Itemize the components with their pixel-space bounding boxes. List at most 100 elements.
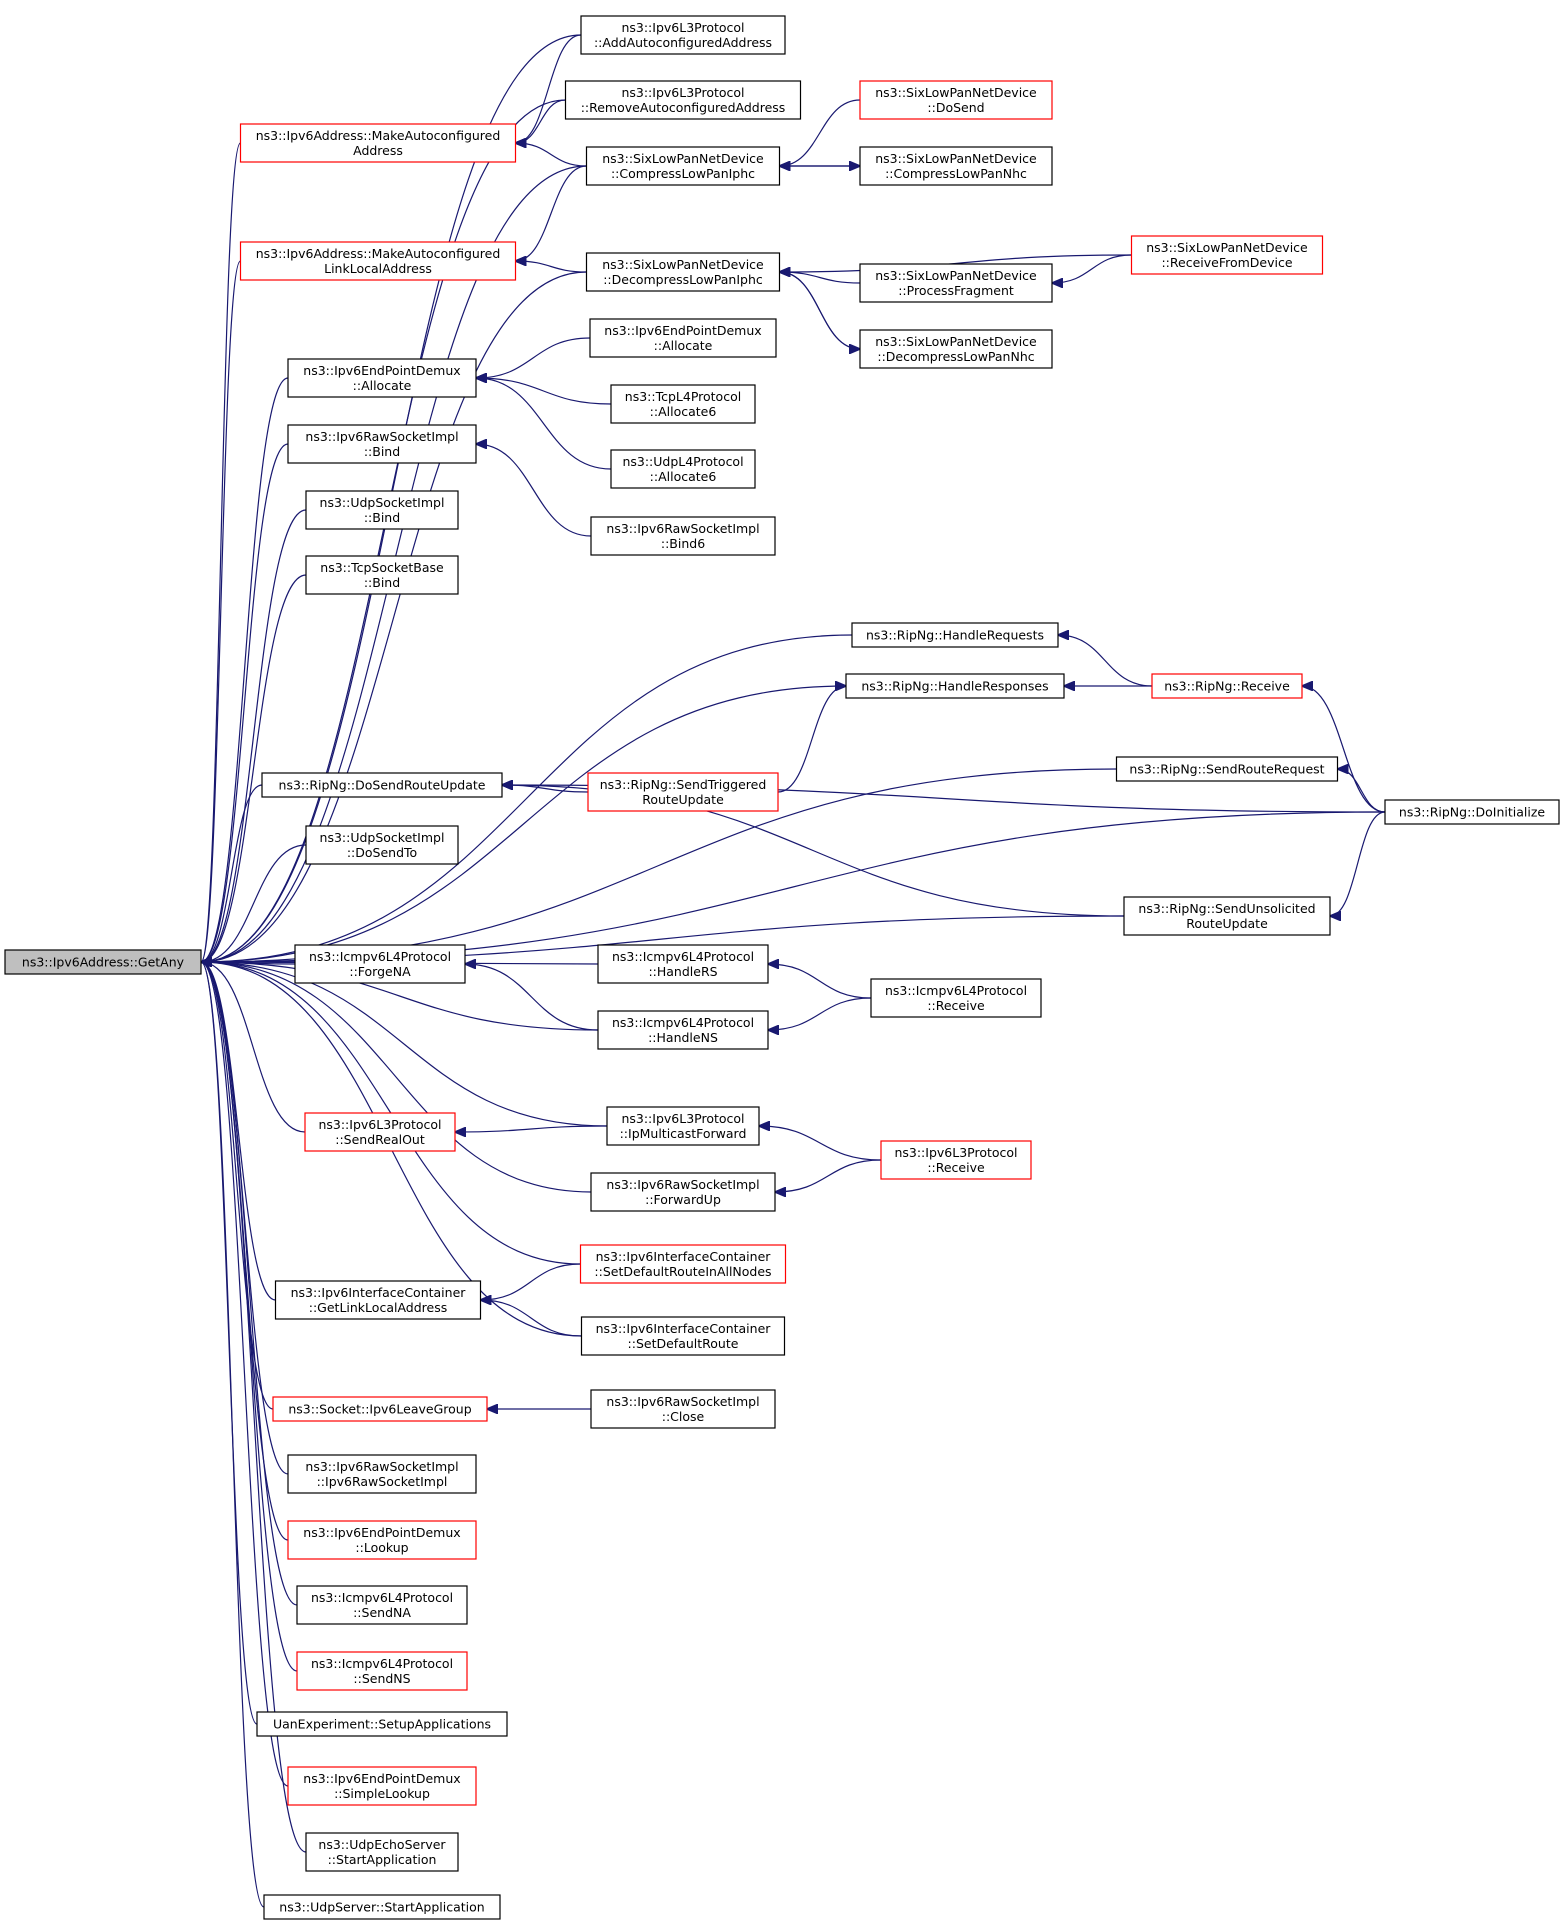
edge-hResp-to-r	[201, 685, 847, 962]
node-box	[256, 1711, 508, 1737]
node-label: ::Bind	[364, 575, 400, 590]
node-box	[1130, 235, 1324, 275]
edge-doIn-to-ripR	[1302, 686, 1386, 813]
edge-sLkp-to-r	[201, 962, 289, 1787]
node-hRS[interactable]: ns3::Icmpv6L4Protocol::HandleRS	[597, 944, 769, 984]
node-label: ns3::UdpSocketImpl	[320, 830, 445, 845]
node-label: ::CompressLowPanNhc	[885, 166, 1027, 181]
node-ipR[interactable]: ns3::Ipv6L3Protocol::Receive	[880, 1140, 1032, 1180]
node-epAl[interactable]: ns3::Ipv6EndPointDemux::Allocate	[287, 358, 477, 398]
node-box	[589, 318, 777, 358]
node-udST[interactable]: ns3::UdpSocketImpl::DoSendTo	[305, 825, 459, 865]
node-sRR[interactable]: ns3::RipNg::SendRouteRequest	[1115, 756, 1339, 782]
edge-echo-to-r	[201, 962, 307, 1853]
node-label: ns3::Icmpv6L4Protocol	[885, 983, 1027, 998]
node-mkLL[interactable]: ns3::Ipv6Address::MakeAutoconfiguredLink…	[239, 241, 517, 281]
edge-ipMF-to-r	[201, 962, 608, 1127]
node-uan[interactable]: UanExperiment::SetupApplications	[256, 1711, 508, 1737]
node-label: ns3::SixLowPanNetDevice	[875, 85, 1037, 100]
node-hNS[interactable]: ns3::Icmpv6L4Protocol::HandleNS	[597, 1010, 769, 1050]
node-leave[interactable]: ns3::Socket::Ipv6LeaveGroup	[272, 1396, 488, 1422]
edge-doSnd-to-cLP	[780, 99, 861, 166]
node-tcpA6[interactable]: ns3::TcpL4Protocol::Allocate6	[610, 384, 756, 424]
edge-ipR-to-ipMF	[759, 1126, 882, 1161]
node-doSnd[interactable]: ns3::SixLowPanNetDevice::DoSend	[859, 80, 1053, 120]
node-box	[287, 358, 477, 398]
edge-ipR-to-fwUp	[775, 1159, 882, 1192]
node-dLP[interactable]: ns3::SixLowPanNetDevice::DecompressLowPa…	[585, 252, 781, 292]
node-box	[597, 944, 769, 984]
node-ripR[interactable]: ns3::RipNg::Receive	[1151, 673, 1303, 699]
node-label: ns3::RipNg::DoSendRouteUpdate	[279, 778, 486, 793]
edge-rawB-to-r	[201, 443, 289, 962]
node-label: ns3::Ipv6EndPointDemux	[303, 1771, 460, 1786]
node-label: ns3::Ipv6EndPointDemux	[604, 323, 761, 338]
node-close[interactable]: ns3::Ipv6RawSocketImpl::Close	[590, 1389, 776, 1429]
edge-dLP-to-r	[201, 271, 587, 962]
node-epAl2[interactable]: ns3::Ipv6EndPointDemux::Allocate	[589, 318, 777, 358]
edge-icR-to-hNS	[768, 997, 872, 1030]
node-udpB[interactable]: ns3::UdpSocketImpl::Bind	[305, 490, 459, 530]
edge-rcvD-to-pFrag	[1052, 254, 1132, 283]
node-rawB[interactable]: ns3::Ipv6RawSocketImpl::Bind	[287, 424, 477, 464]
edge-ripR-to-hReq	[1058, 635, 1153, 687]
node-dNhc[interactable]: ns3::SixLowPanNetDevice::DecompressLowPa…	[859, 329, 1053, 369]
node-usrv[interactable]: ns3::UdpServer::StartApplication	[263, 1894, 501, 1920]
node-ipMF[interactable]: ns3::Ipv6L3Protocol::IpMulticastForward	[606, 1106, 760, 1146]
edge-mkLL-to-r	[201, 260, 242, 962]
node-label: ::Ipv6RawSocketImpl	[317, 1474, 448, 1489]
node-label: ns3::SixLowPanNetDevice	[1146, 240, 1308, 255]
node-tcpB[interactable]: ns3::TcpSocketBase::Bind	[305, 555, 459, 595]
edge-dsru-to-r	[201, 784, 263, 962]
node-hReq[interactable]: ns3::RipNg::HandleRequests	[851, 622, 1059, 648]
node-cNhc[interactable]: ns3::SixLowPanNetDevice::CompressLowPanN…	[859, 146, 1053, 186]
node-box	[1384, 799, 1560, 825]
node-doIn[interactable]: ns3::RipNg::DoInitialize	[1384, 799, 1560, 825]
node-echo[interactable]: ns3::UdpEchoServer::StartApplication	[305, 1832, 459, 1872]
node-udpA6[interactable]: ns3::UdpL4Protocol::Allocate6	[610, 449, 756, 489]
node-sLkp[interactable]: ns3::Ipv6EndPointDemux::SimpleLookup	[287, 1766, 477, 1806]
node-box	[239, 123, 517, 163]
node-label: ns3::RipNg::Receive	[1164, 679, 1290, 694]
node-mkA[interactable]: ns3::Ipv6Address::MakeAutoconfiguredAddr…	[239, 123, 517, 163]
node-label: ns3::RipNg::SendTriggered	[600, 777, 767, 792]
node-gLLA[interactable]: ns3::Ipv6InterfaceContainer::GetLinkLoca…	[274, 1280, 482, 1320]
node-fNA[interactable]: ns3::Icmpv6L4Protocol::ForgeNA	[294, 944, 466, 984]
node-pFrag[interactable]: ns3::SixLowPanNetDevice::ProcessFragment	[859, 263, 1053, 303]
node-label: ::Bind	[364, 444, 400, 459]
node-box	[287, 424, 477, 464]
node-label: ns3::TcpL4Protocol	[625, 389, 741, 404]
node-label: ns3::Ipv6RawSocketImpl	[606, 1177, 759, 1192]
node-label: ns3::RipNg::DoInitialize	[1399, 805, 1546, 820]
edge-sDRA-to-gLLA	[481, 1263, 581, 1300]
edge-sTRU-to-hResp	[777, 686, 846, 793]
node-box	[263, 1894, 501, 1920]
node-hResp[interactable]: ns3::RipNg::HandleResponses	[845, 673, 1065, 699]
node-label: RouteUpdate	[642, 792, 724, 807]
node-label: ns3::Icmpv6L4Protocol	[311, 1590, 453, 1605]
node-lkp[interactable]: ns3::Ipv6EndPointDemux::Lookup	[287, 1520, 477, 1560]
node-sRO[interactable]: ns3::Ipv6L3Protocol::SendRealOut	[304, 1112, 456, 1152]
node-sDR[interactable]: ns3::Ipv6InterfaceContainer::SetDefaultR…	[580, 1316, 786, 1356]
node-sNA[interactable]: ns3::Icmpv6L4Protocol::SendNA	[296, 1585, 468, 1625]
node-cLP[interactable]: ns3::SixLowPanNetDevice::CompressLowPanI…	[585, 146, 781, 186]
node-r[interactable]: ns3::Ipv6Address::GetAny	[4, 949, 202, 975]
node-remA[interactable]: ns3::Ipv6L3Protocol::RemoveAutoconfigure…	[564, 80, 802, 120]
edge-tcpB-to-r	[201, 574, 307, 962]
node-box	[287, 1520, 477, 1560]
node-label: ::SimpleLookup	[334, 1786, 430, 1801]
node-sDRA[interactable]: ns3::Ipv6InterfaceContainer::SetDefaultR…	[579, 1244, 787, 1284]
node-fwUp[interactable]: ns3::Ipv6RawSocketImpl::ForwardUp	[590, 1172, 776, 1212]
node-rcvD[interactable]: ns3::SixLowPanNetDevice::ReceiveFromDevi…	[1130, 235, 1324, 275]
edge-usrv-to-r	[201, 962, 265, 1908]
node-label: ns3::Ipv6L3Protocol	[318, 1117, 441, 1132]
node-sNS[interactable]: ns3::Icmpv6L4Protocol::SendNS	[296, 1651, 468, 1691]
node-label: ns3::UdpSocketImpl	[320, 495, 445, 510]
node-icR[interactable]: ns3::Icmpv6L4Protocol::Receive	[870, 978, 1042, 1018]
node-addA[interactable]: ns3::Ipv6L3Protocol::AddAutoconfiguredAd…	[580, 15, 786, 55]
node-dsru[interactable]: ns3::RipNg::DoSendRouteUpdate	[261, 772, 503, 798]
node-rawI[interactable]: ns3::Ipv6RawSocketImpl::Ipv6RawSocketImp…	[287, 1454, 477, 1494]
node-bind6[interactable]: ns3::Ipv6RawSocketImpl::Bind6	[590, 516, 776, 556]
